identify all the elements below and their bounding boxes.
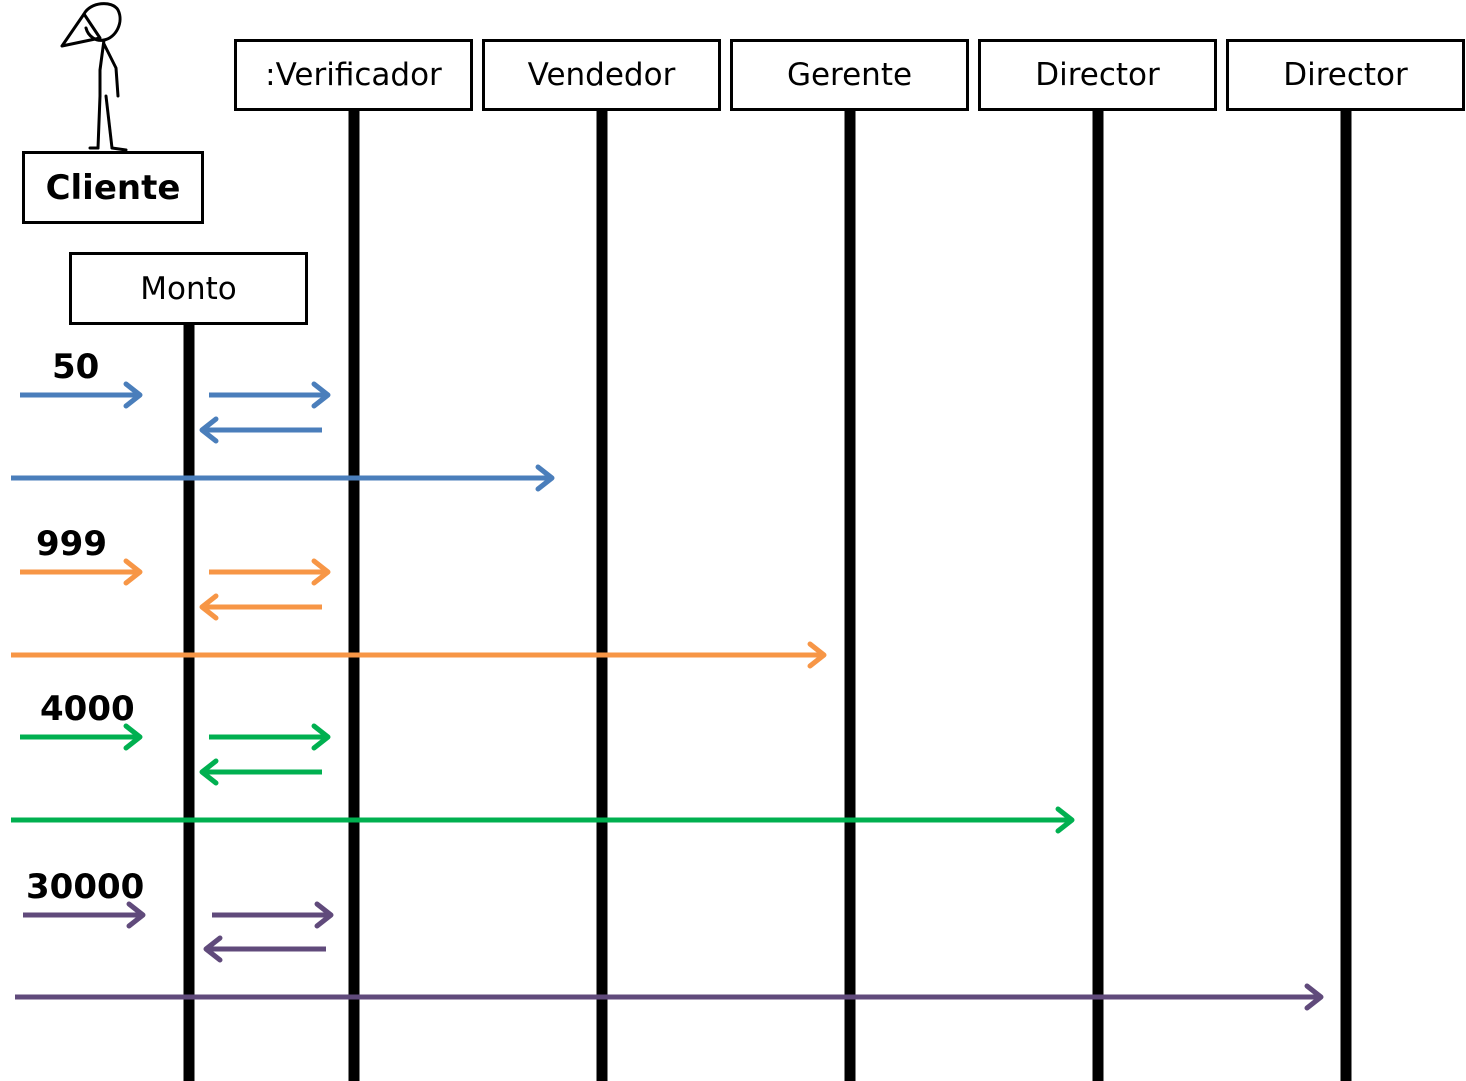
actor-label: Cliente <box>45 167 181 208</box>
object-label: Director <box>1283 57 1408 93</box>
message-arrow-return-30000 <box>203 935 326 963</box>
message-arrow-amount-999-head <box>123 558 143 586</box>
message-arrow-verify-999-head <box>311 558 331 586</box>
message-arrow-amount-30000 <box>23 901 146 929</box>
message-arrow-to-director-1-head <box>1055 806 1075 834</box>
message-arrow-to-director-2 <box>15 983 1324 1011</box>
message-arrow-amount-999 <box>20 558 143 586</box>
message-arrow-return-30000-head <box>203 935 223 963</box>
object-gerente: Gerente <box>730 39 969 111</box>
object-label: Vendedor <box>527 57 676 93</box>
message-arrow-to-vendedor <box>11 464 555 492</box>
object-label: Monto <box>140 270 237 307</box>
actor-cliente-label: Cliente <box>22 151 204 224</box>
message-arrow-to-director-1 <box>11 806 1075 834</box>
amount-label-999: 999 <box>36 524 107 564</box>
message-arrow-verify-50-head <box>311 381 331 409</box>
object-director-2: Director <box>1226 39 1465 111</box>
message-arrow-return-999 <box>199 593 322 621</box>
amount-label-50: 50 <box>52 347 100 387</box>
message-arrow-verify-999 <box>209 558 331 586</box>
message-arrow-amount-4000 <box>20 723 143 751</box>
object-monto: Monto <box>69 252 308 325</box>
object-label: Director <box>1035 57 1160 93</box>
message-arrow-return-4000-head <box>199 758 219 786</box>
message-arrow-return-999-head <box>199 593 219 621</box>
message-arrow-return-50 <box>199 416 322 444</box>
message-arrow-amount-4000-head <box>123 723 143 751</box>
message-arrow-to-director-2-head <box>1304 983 1324 1011</box>
stick-figure-icon <box>60 2 128 152</box>
message-arrow-verify-4000 <box>209 723 331 751</box>
object-label: Gerente <box>786 57 913 93</box>
message-arrow-to-gerente-head <box>807 641 827 669</box>
message-arrow-amount-30000-head <box>126 901 146 929</box>
object-verificador: :Verificador <box>234 39 473 111</box>
object-vendedor: Vendedor <box>482 39 721 111</box>
amount-label-4000: 4000 <box>40 689 135 729</box>
message-arrow-to-vendedor-head <box>535 464 555 492</box>
amount-label-30000: 30000 <box>26 867 145 907</box>
message-arrow-verify-30000 <box>212 901 334 929</box>
message-arrow-verify-30000-head <box>314 901 334 929</box>
object-director-1: Director <box>978 39 1217 111</box>
object-label: :Verificador <box>265 57 442 93</box>
message-arrow-return-50-head <box>199 416 219 444</box>
message-arrow-to-gerente <box>11 641 827 669</box>
message-arrow-verify-4000-head <box>311 723 331 751</box>
message-arrow-amount-50 <box>20 381 143 409</box>
message-arrow-verify-50 <box>209 381 331 409</box>
message-arrow-return-4000 <box>199 758 322 786</box>
message-arrow-amount-50-head <box>123 381 143 409</box>
